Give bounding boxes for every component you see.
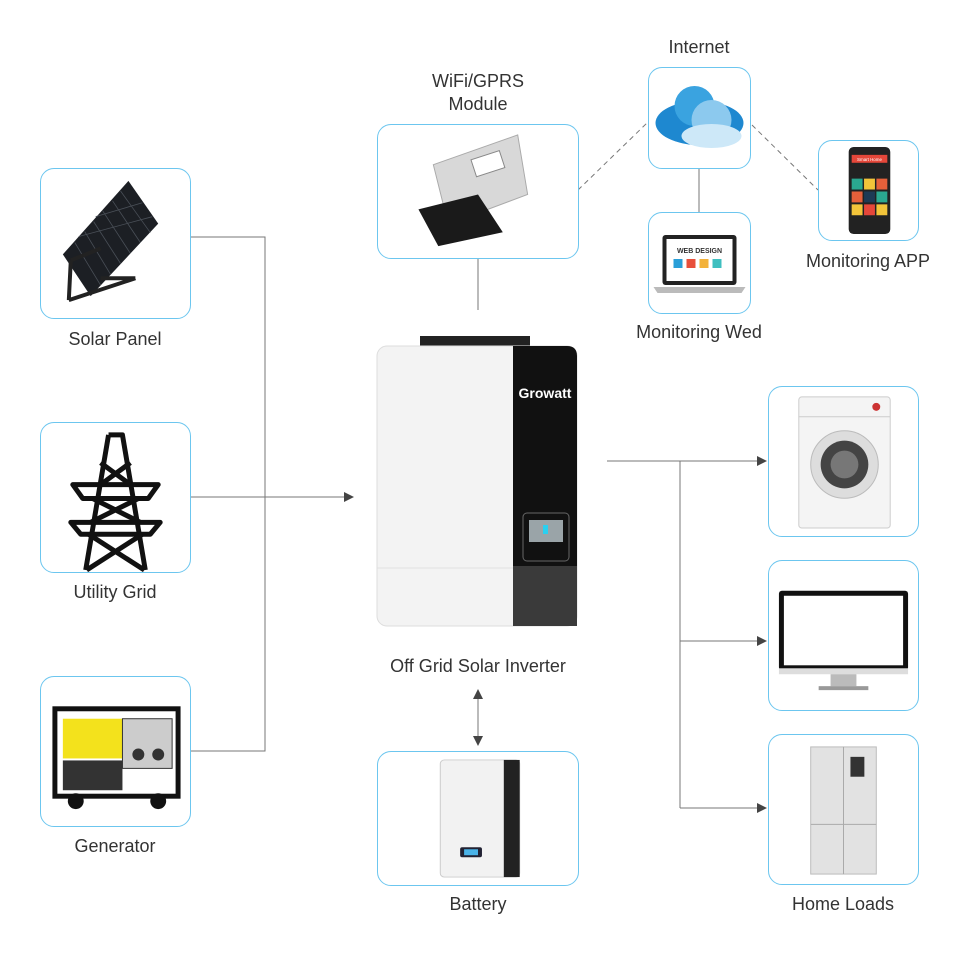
solar-panel-label: Solar Panel <box>68 329 162 349</box>
wifi-module-icon <box>418 134 529 247</box>
refrigerator-box <box>768 734 919 885</box>
monitor-icon <box>778 590 909 691</box>
monitoring-app-box: Smart Home <box>818 140 919 241</box>
generator-icon <box>52 706 181 810</box>
home-loads-label: Home Loads <box>791 894 895 914</box>
monitoring-app-label: Monitoring APP <box>805 251 931 271</box>
battery-icon <box>439 759 521 878</box>
monitoring-web-box: WEB DESIGN <box>648 212 751 314</box>
solar-panel-icon <box>62 180 159 303</box>
smartphone-icon: Smart Home <box>848 146 891 235</box>
generator-label: Generator <box>74 836 156 856</box>
laptop-icon: WEB DESIGN <box>653 235 746 293</box>
source-bus-line <box>190 236 266 752</box>
monitoring-web-label: Monitoring Wed <box>636 322 762 342</box>
wifi-module-box <box>377 124 579 259</box>
module-label-line2: Module <box>448 94 508 114</box>
solar-panel-box <box>40 168 191 319</box>
internet-box <box>648 67 751 169</box>
module-label-line1: WiFi/GPRS <box>432 71 524 91</box>
module-internet-dashed <box>577 121 649 191</box>
washing-machine-icon <box>798 396 891 529</box>
internet-label: Internet <box>668 37 730 57</box>
internet-app-dashed <box>751 124 819 191</box>
washing-machine-box <box>768 386 919 537</box>
refrigerator-icon <box>810 746 877 875</box>
battery-label: Battery <box>449 894 507 914</box>
inverter-icon: Growatt <box>376 336 578 627</box>
web-screen-text: WEB DESIGN <box>677 248 722 255</box>
app-screen-text: Smart Home <box>857 157 882 162</box>
inverter-label: Off Grid Solar Inverter <box>390 656 566 676</box>
monitor-box <box>768 560 919 711</box>
utility-grid-label: Utility Grid <box>73 582 157 602</box>
inverter-brand: Growatt <box>519 385 572 401</box>
utility-grid-box <box>40 422 191 573</box>
cloud-icon <box>655 86 744 148</box>
generator-box <box>40 676 191 827</box>
battery-box <box>377 751 579 886</box>
transmission-tower-icon <box>68 432 163 572</box>
